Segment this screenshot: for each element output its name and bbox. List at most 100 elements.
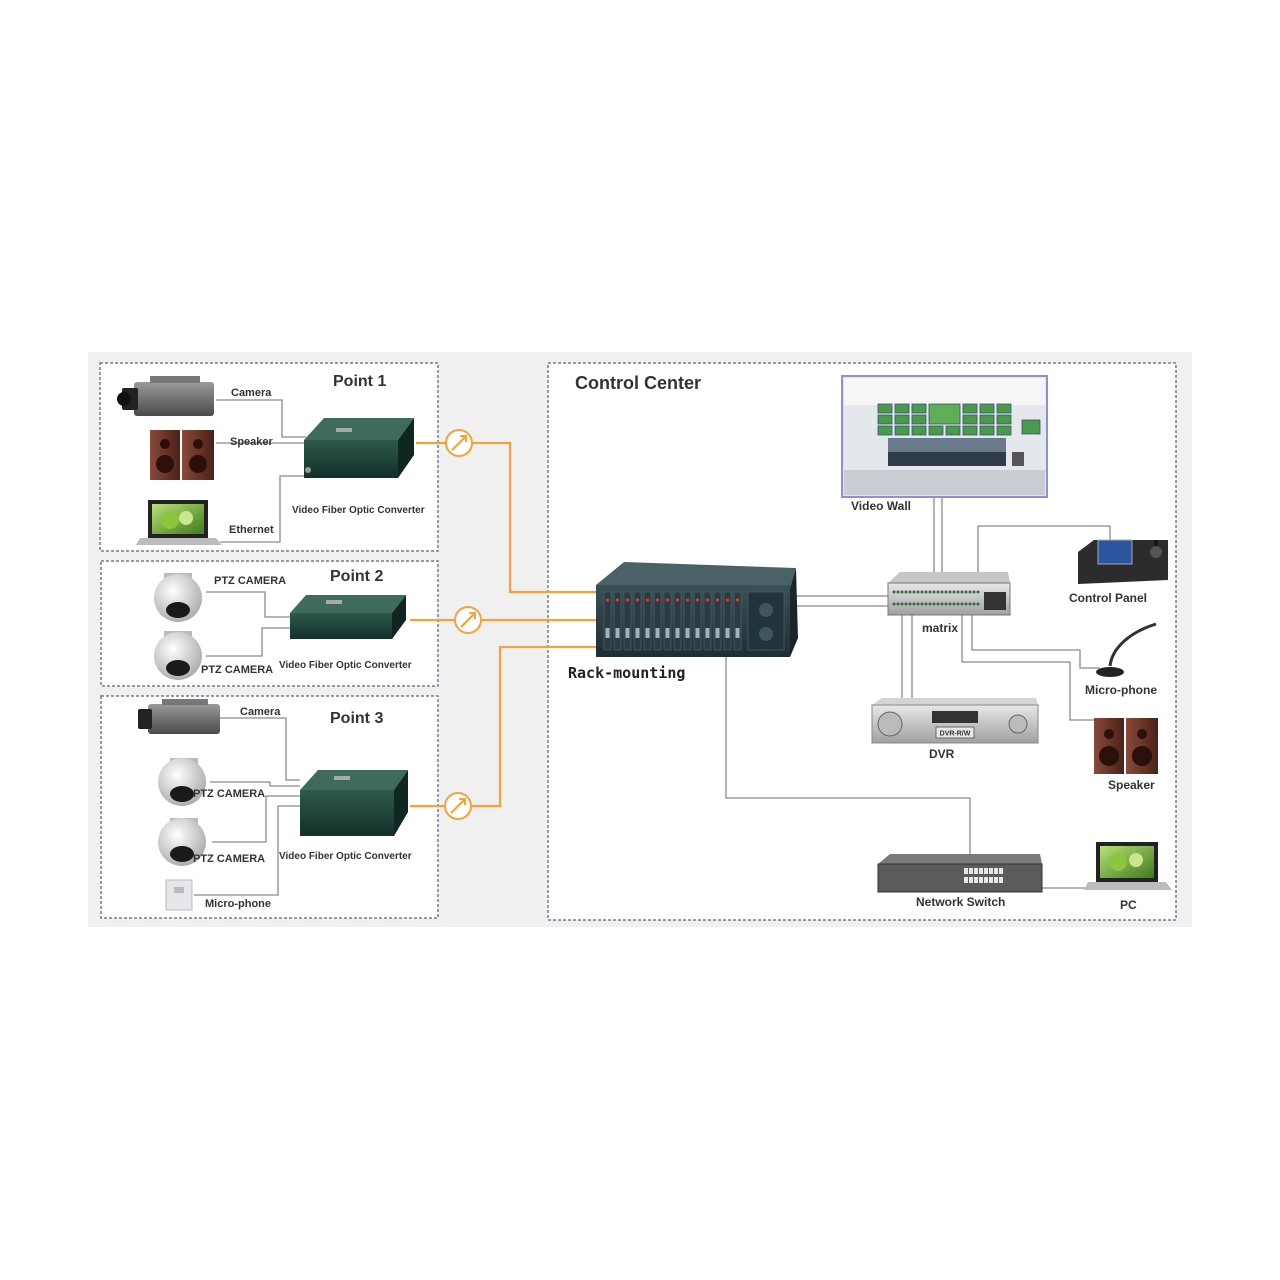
rack-led <box>635 598 640 602</box>
matrix-port <box>960 590 964 594</box>
wall-screen <box>945 425 961 436</box>
matrix-port <box>944 590 948 594</box>
wall-screen <box>894 425 910 436</box>
point1-converter-label: Video Fiber Optic Converter <box>292 505 425 516</box>
rack-led <box>675 598 680 602</box>
rack-slot <box>643 591 652 651</box>
matrix-port <box>968 602 972 606</box>
matrix-label: matrix <box>922 621 958 635</box>
switch-port <box>969 868 973 874</box>
fiber-link-icon <box>444 792 472 820</box>
rack-connector <box>715 628 720 638</box>
dvr-display-label: DVR-R/W <box>940 731 971 738</box>
point3-ptz2-label: PTZ CAMERA <box>193 853 265 865</box>
wall-screen <box>894 414 910 425</box>
rack-slot <box>733 591 742 651</box>
rack-led <box>655 598 660 602</box>
pc-laptop-icon <box>1084 842 1172 890</box>
rack-led <box>645 598 650 602</box>
wall-screen <box>996 403 1012 414</box>
rack-slot <box>673 591 682 651</box>
wall-screen <box>877 403 893 414</box>
matrix-port <box>976 602 980 606</box>
rack-slot <box>693 591 702 651</box>
point1-ethernet-label: Ethernet <box>229 524 274 536</box>
matrix-ports <box>892 590 980 606</box>
switch-port <box>974 877 978 883</box>
rack-connector <box>725 628 730 638</box>
switch-port <box>964 868 968 874</box>
switch-port <box>979 868 983 874</box>
rack-slot <box>723 591 732 651</box>
matrix-port <box>972 602 976 606</box>
matrix-port <box>920 602 924 606</box>
control-panel-label: Control Panel <box>1069 591 1147 605</box>
speaker-icon <box>1094 718 1158 774</box>
matrix-port <box>952 602 956 606</box>
rack-slot <box>713 591 722 651</box>
rack-connector <box>655 628 660 638</box>
switch-port <box>999 868 1003 874</box>
matrix-port <box>924 590 928 594</box>
wall-screen <box>877 425 893 436</box>
fiber-converter-device <box>300 770 408 836</box>
rack-connector <box>695 628 700 638</box>
rack-slot <box>623 591 632 651</box>
wall-screen <box>979 414 995 425</box>
dvr-label: DVR <box>929 747 955 761</box>
fiber-link-icon <box>445 429 473 457</box>
box-camera-icon <box>117 376 214 416</box>
ptz-camera-icon <box>158 758 206 806</box>
ptz-camera-icon <box>158 818 206 866</box>
matrix-port <box>924 602 928 606</box>
switch-port <box>969 877 973 883</box>
box-camera-icon <box>138 699 220 734</box>
rack-connector <box>705 628 710 638</box>
wall-screen <box>911 403 927 414</box>
rack-slot <box>703 591 712 651</box>
rack-led <box>605 598 610 602</box>
switch-port <box>989 877 993 883</box>
matrix-port <box>960 602 964 606</box>
rack-led <box>705 598 710 602</box>
matrix-port <box>892 590 896 594</box>
matrix-port <box>956 602 960 606</box>
matrix-port <box>952 590 956 594</box>
matrix-port <box>916 590 920 594</box>
rack-slot <box>613 591 622 651</box>
matrix-port <box>896 590 900 594</box>
wall-screen <box>962 403 978 414</box>
switch-port <box>974 868 978 874</box>
fiber-link-icon <box>454 606 482 634</box>
matrix-port <box>904 602 908 606</box>
laptop-icon <box>136 500 222 545</box>
network-switch-label: Network Switch <box>916 895 1005 909</box>
matrix-port <box>900 590 904 594</box>
rack-slot <box>683 591 692 651</box>
matrix-port <box>928 590 932 594</box>
matrix-port <box>932 602 936 606</box>
rack-led <box>665 598 670 602</box>
point3-title: Point 3 <box>330 710 383 727</box>
matrix-port <box>968 590 972 594</box>
matrix-port <box>908 602 912 606</box>
point3-converter-label: Video Fiber Optic Converter <box>279 851 412 862</box>
matrix-port <box>956 590 960 594</box>
video-wall-image <box>841 375 1048 498</box>
point1-title: Point 1 <box>333 373 386 390</box>
matrix-port <box>944 602 948 606</box>
network-switch-device <box>877 854 1043 893</box>
rack-slot <box>663 591 672 651</box>
matrix-port <box>948 590 952 594</box>
point2-ptz1-label: PTZ CAMERA <box>214 575 286 587</box>
matrix-port <box>940 602 944 606</box>
rack-led <box>625 598 630 602</box>
rack-connector <box>605 628 610 638</box>
rack-slot <box>603 591 612 651</box>
switch-port <box>989 868 993 874</box>
rack-slot <box>633 591 642 651</box>
matrix-switcher <box>887 572 1011 616</box>
switch-port <box>994 877 998 883</box>
matrix-port <box>896 602 900 606</box>
